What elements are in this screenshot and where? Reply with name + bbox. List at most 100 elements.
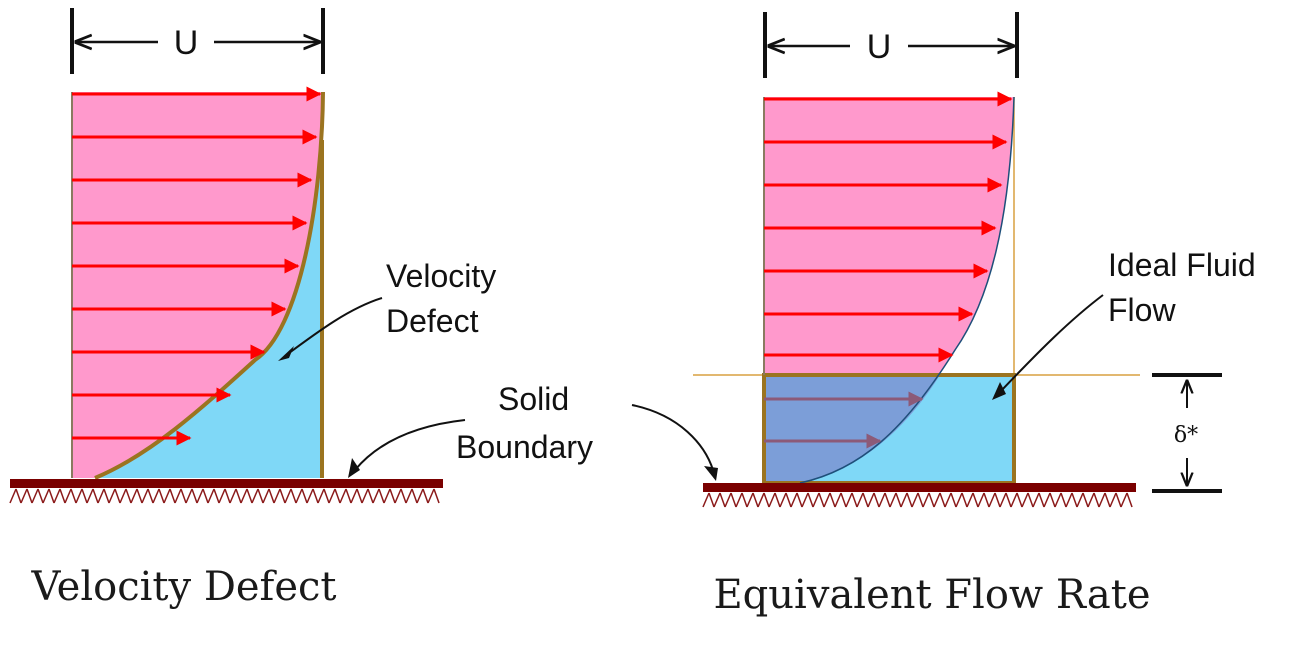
hatch-mark: [411, 488, 418, 504]
hatch-mark: [383, 488, 391, 504]
hatch-mark: [301, 488, 308, 504]
hatch-mark: [70, 488, 77, 504]
hatch-mark: [955, 492, 963, 508]
hatch-mark: [130, 488, 138, 504]
hatch-mark: [26, 488, 33, 504]
hatch-mark: [240, 488, 248, 504]
hatch-mark: [361, 488, 369, 504]
hatch-mark: [713, 492, 721, 508]
velocity-defect-label-line1: Velocity: [386, 258, 496, 294]
ideal-fluid-leader-head: [992, 382, 1006, 400]
velocity-defect-leader-head: [278, 346, 294, 361]
hatch-mark: [1027, 492, 1034, 508]
outer-flow-region: [72, 92, 323, 478]
hatch-mark: [719, 492, 726, 508]
hatch-mark: [790, 492, 798, 508]
hatch-mark: [174, 488, 182, 504]
solid-boundary-leader-left: [354, 419, 466, 471]
hatch-mark: [295, 488, 303, 504]
hatch-mark: [268, 488, 275, 504]
hatch-mark: [829, 492, 836, 508]
hatch-mark: [119, 488, 127, 504]
hatch-mark: [961, 492, 968, 508]
hatch-mark: [262, 488, 270, 504]
hatch-mark: [163, 488, 171, 504]
hatch-mark: [867, 492, 875, 508]
solid-boundary-label-line2: Boundary: [456, 429, 593, 465]
hatch-mark: [1082, 492, 1089, 508]
hatch-mark: [427, 488, 435, 504]
hatch-mark: [1065, 492, 1073, 508]
solid-boundary-label-line1: Solid: [498, 381, 569, 417]
hatch-mark: [378, 488, 385, 504]
hatch-mark: [273, 488, 281, 504]
hatch-mark: [405, 488, 413, 504]
hatch-mark: [339, 488, 347, 504]
hatch-mark: [125, 488, 132, 504]
equivalent-flow-panel: U: [693, 12, 1256, 618]
hatch-mark: [873, 492, 880, 508]
hatch-mark: [988, 492, 996, 508]
hatch-mark: [64, 488, 72, 504]
hatch-mark: [367, 488, 374, 504]
hatch-mark: [1087, 492, 1095, 508]
hatch-mark: [1054, 492, 1062, 508]
hatch-mark: [345, 488, 352, 504]
hatch-mark: [1071, 492, 1078, 508]
delta-star-label: δ*: [1174, 423, 1198, 448]
hatch-mark: [37, 488, 44, 504]
ideal-fluid-label-line1: Ideal Fluid: [1108, 247, 1256, 283]
equivalent-flow-rate-caption: Equivalent Flow Rate: [713, 572, 1150, 618]
velocity-defect-label-line2: Defect: [386, 303, 479, 339]
hatch-mark: [185, 488, 193, 504]
hatch-mark: [785, 492, 792, 508]
hatch-mark: [983, 492, 990, 508]
hatch-mark: [966, 492, 974, 508]
hatch-mark: [768, 492, 776, 508]
hatch-mark: [752, 492, 759, 508]
hatch-mark: [1038, 492, 1045, 508]
hatch-mark: [1076, 492, 1084, 508]
hatch-mark: [152, 488, 160, 504]
hatch-mark: [169, 488, 176, 504]
hatch-mark: [735, 492, 743, 508]
hatch-mark: [317, 488, 325, 504]
hatch-mark: [1115, 492, 1122, 508]
hatch-mark: [878, 492, 886, 508]
hatch-mark: [928, 492, 935, 508]
hatch-mark: [1016, 492, 1023, 508]
solid-boundary-ground: [9, 479, 443, 504]
hatch-mark: [702, 492, 710, 508]
hatch-mark: [1010, 492, 1018, 508]
displacement-region: [764, 375, 940, 483]
velocity-defect-leader: [284, 297, 383, 357]
hatch-mark: [1098, 492, 1106, 508]
hatch-mark: [724, 492, 732, 508]
hatch-mark: [774, 492, 781, 508]
hatch-mark: [796, 492, 803, 508]
hatch-mark: [977, 492, 985, 508]
hatch-mark: [944, 492, 952, 508]
hatch-mark: [763, 492, 770, 508]
velocity-defect-region: [95, 92, 323, 478]
hatch-mark: [114, 488, 121, 504]
hatch-mark: [1109, 492, 1117, 508]
hatch-mark: [48, 488, 55, 504]
hatch-mark: [741, 492, 748, 508]
hatch-mark: [1049, 492, 1056, 508]
ideal-fluid-leader: [999, 294, 1104, 393]
hatch-mark: [1060, 492, 1067, 508]
hatch-mark: [75, 488, 83, 504]
hatch-mark: [31, 488, 39, 504]
hatch-mark: [224, 488, 231, 504]
hatch-mark: [730, 492, 737, 508]
hatch-mark: [191, 488, 198, 504]
hatch-mark: [136, 488, 143, 504]
hatch-mark: [350, 488, 358, 504]
hatch-mark: [900, 492, 908, 508]
hatch-mark: [229, 488, 237, 504]
hatch-mark: [356, 488, 363, 504]
hatch-mark: [20, 488, 28, 504]
hatch-mark: [92, 488, 99, 504]
